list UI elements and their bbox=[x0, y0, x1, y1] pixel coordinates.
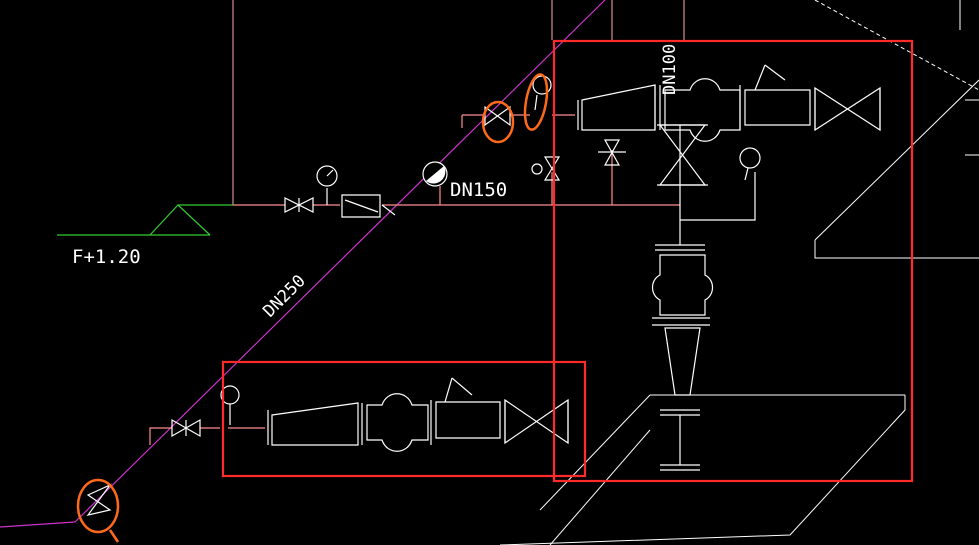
circled-valve-upper bbox=[481, 73, 552, 144]
highlight-box-upper-right bbox=[552, 39, 914, 483]
structure-lines bbox=[499, 0, 979, 545]
dn250-label: DN250 bbox=[259, 271, 309, 321]
pressure-gauge-dn150 bbox=[422, 161, 448, 187]
upper-right-assembly bbox=[577, 64, 881, 142]
circled-valve-lower bbox=[76, 478, 120, 543]
ground-level-symbol bbox=[57, 204, 233, 236]
highlight-box-lower bbox=[221, 360, 587, 478]
dn150-label: DN150 bbox=[450, 179, 507, 201]
level-label: F+1.20 bbox=[72, 246, 141, 268]
highlight-boxes bbox=[221, 39, 914, 483]
upper-branch-valve bbox=[284, 165, 396, 218]
lower-branch-valves bbox=[171, 385, 240, 438]
main-pipe-dn250 bbox=[0, 0, 606, 528]
branch-pipe-lower bbox=[149, 427, 265, 445]
vertical-assembly bbox=[651, 124, 761, 471]
vertical-ref-lines bbox=[232, 0, 685, 205]
lower-assembly bbox=[267, 377, 569, 452]
dn100-label: DN100 bbox=[660, 44, 680, 95]
